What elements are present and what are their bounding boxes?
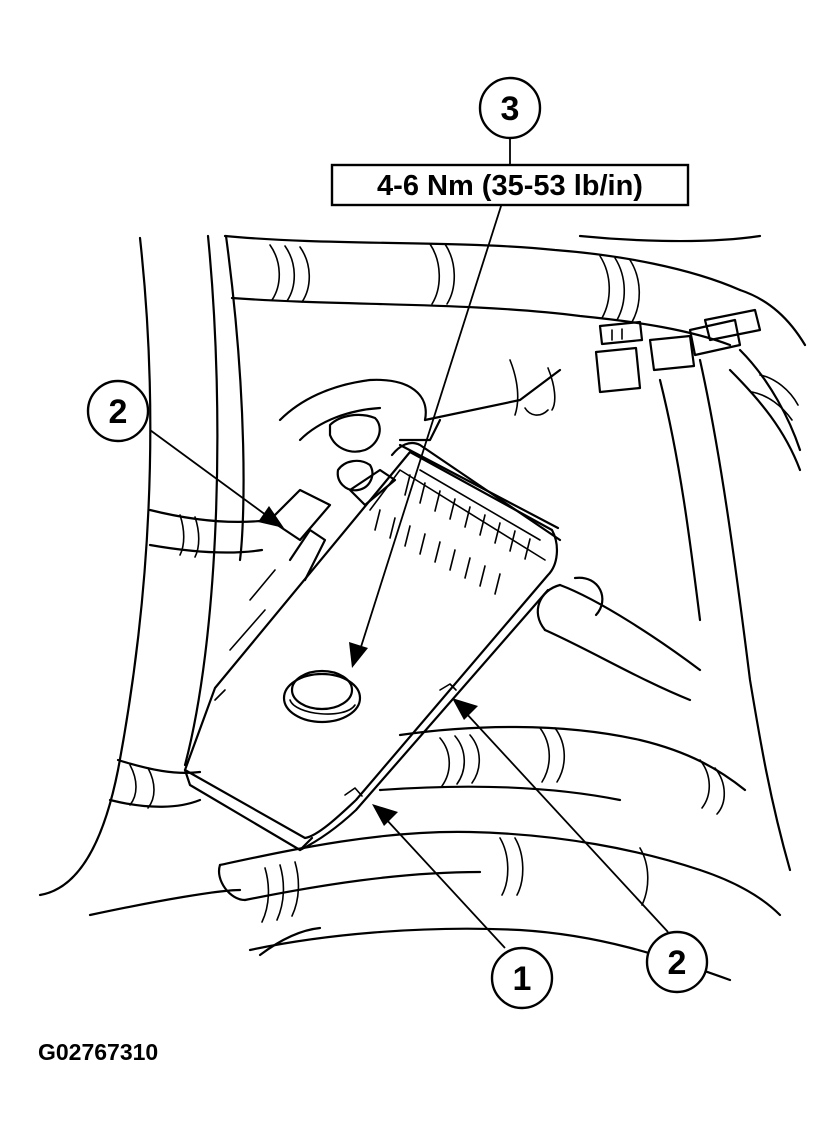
callout-1: 1: [490, 946, 554, 1010]
figure-id: G02767310: [38, 1039, 158, 1065]
callout-1-label: 1: [513, 960, 532, 998]
mounting-bracket: [278, 359, 562, 492]
callout-2-left: 2: [86, 379, 150, 443]
callout-3-label: 3: [501, 90, 520, 128]
electronic-module: [183, 441, 562, 852]
callout-2-left-label: 2: [109, 393, 128, 431]
callout-3: 3: [478, 76, 542, 140]
torque-spec-box: 4-6 Nm (35-53 lb/in): [330, 163, 690, 207]
callout-2-right: 2: [645, 930, 709, 994]
leader-lines: [149, 138, 669, 949]
background-harnesses: [38, 234, 807, 982]
callout-2-right-label: 2: [668, 944, 687, 982]
torque-spec-text: 4-6 Nm (35-53 lb/in): [377, 170, 643, 202]
